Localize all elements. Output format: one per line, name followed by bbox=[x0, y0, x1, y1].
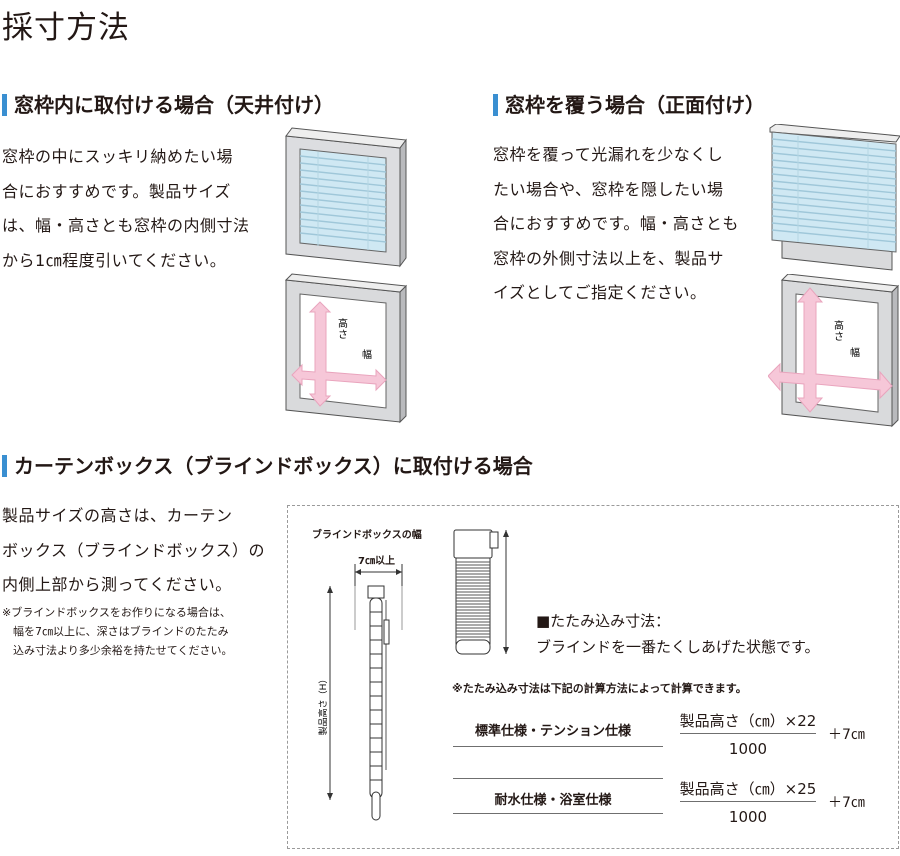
inside-height-label-1: 高 bbox=[338, 317, 348, 330]
formula-divider bbox=[453, 813, 663, 814]
text-line: ボックス（ブラインドボックス）の bbox=[2, 540, 266, 560]
formula-divider bbox=[453, 778, 663, 779]
text-line: 製品サイズの高さは、カーテン bbox=[2, 506, 233, 525]
calculation-note: ※たたみ込み寸法は下記の計算方法によって計算できます。 bbox=[452, 682, 747, 695]
section-heading-box: カーテンボックス（ブラインドボックス）に取付ける場合 bbox=[14, 454, 533, 478]
formula-plus-waterproof: ＋7㎝ bbox=[828, 795, 865, 811]
outside-measure-illustration: 高 さ 幅 bbox=[768, 274, 900, 428]
formula-denominator-standard: 1000 bbox=[728, 740, 768, 758]
section-marker bbox=[2, 94, 7, 116]
outside-description: 窓枠を覆って光漏れを少なくし たい場合や、窓枠を隠したい場 合におすすめです。幅… bbox=[493, 138, 773, 311]
product-height-label: 製品高さ（H） bbox=[317, 675, 329, 736]
formula-label-waterproof: 耐水仕様・浴室仕様 bbox=[494, 793, 612, 808]
fraction-bar bbox=[680, 733, 816, 734]
text-line: イズとしてご指定ください。 bbox=[493, 283, 707, 302]
stack-dimension-title: ■たたみ込み寸法： bbox=[536, 612, 671, 630]
inside-height-label-2: さ bbox=[338, 329, 348, 341]
blind-side-illustration: 製品高さ（H） bbox=[317, 564, 403, 821]
box-description: 製品サイズの高さは、カーテン ボックス（ブラインドボックス）の 内側上部から測っ… bbox=[2, 499, 282, 603]
text-line: から1㎝程度引いてください。 bbox=[2, 250, 227, 270]
min-width-label: 7㎝以上 bbox=[358, 556, 395, 567]
outside-height-label-2: さ bbox=[834, 331, 844, 343]
fraction-bar bbox=[680, 801, 816, 802]
section-heading-outside: 窓枠を覆う場合（正面付け） bbox=[505, 93, 765, 117]
text-line: 合におすすめです。幅・高さとも bbox=[493, 214, 739, 233]
inside-width-label: 幅 bbox=[362, 348, 372, 361]
outside-width-label: 幅 bbox=[850, 346, 860, 359]
section-heading-inside: 窓枠内に取付ける場合（天井付け） bbox=[14, 93, 334, 117]
note-line: 幅を7㎝以上に、深さはブラインドのたたみ bbox=[13, 625, 229, 638]
text-line: 窓枠の外側寸法以上を、製品サ bbox=[493, 248, 725, 268]
formula-numerator-standard: 製品高さ（㎝）×22 bbox=[679, 712, 817, 730]
text-line: たい場合や、窓枠を隠したい場 bbox=[493, 179, 724, 199]
text-line: 窓枠を覆って光漏れを少なくし bbox=[493, 145, 724, 164]
inside-window-blind-illustration bbox=[285, 127, 407, 268]
page-title: 採寸方法 bbox=[2, 10, 130, 46]
outside-window-blind-illustration bbox=[769, 124, 900, 271]
stacked-blind-illustration bbox=[453, 529, 509, 655]
text-line: は、幅・高さとも窓枠の内側寸法 bbox=[2, 216, 250, 235]
stack-dimension-description: ブラインドを一番たくしあげた状態です。 bbox=[536, 638, 820, 656]
box-note: ※ブラインドボックスをお作りになる場合は、 幅を7㎝以上に、深さはブラインドのた… bbox=[2, 603, 282, 660]
formula-plus-standard: ＋7㎝ bbox=[828, 727, 865, 743]
inside-measure-illustration: 高 さ 幅 bbox=[284, 273, 408, 424]
diagram-panel bbox=[287, 505, 899, 849]
text-line: 合におすすめです。製品サイズ bbox=[2, 181, 231, 201]
section-marker bbox=[2, 455, 7, 477]
inside-description: 窓枠の中にスッキリ納めたい場 合におすすめです。製品サイズ は、幅・高さとも窓枠… bbox=[2, 140, 272, 278]
box-width-label: ブラインドボックスの幅 bbox=[312, 530, 422, 541]
formula-numerator-waterproof: 製品高さ（㎝）×25 bbox=[679, 780, 817, 798]
section-marker bbox=[493, 94, 498, 116]
formula-label-standard: 標準仕様・テンション仕様 bbox=[474, 724, 631, 739]
formula-divider bbox=[453, 746, 663, 747]
outside-height-label-1: 高 bbox=[834, 319, 844, 332]
text-line: 窓枠の中にスッキリ納めたい場 bbox=[2, 147, 234, 166]
text-line: 内側上部から測ってください。 bbox=[2, 575, 232, 594]
note-line: ※ブラインドボックスをお作りになる場合は、 bbox=[2, 606, 231, 619]
note-line: 込み寸法より多少余裕を持たせてください。 bbox=[13, 644, 233, 657]
formula-denominator-waterproof: 1000 bbox=[728, 808, 768, 826]
